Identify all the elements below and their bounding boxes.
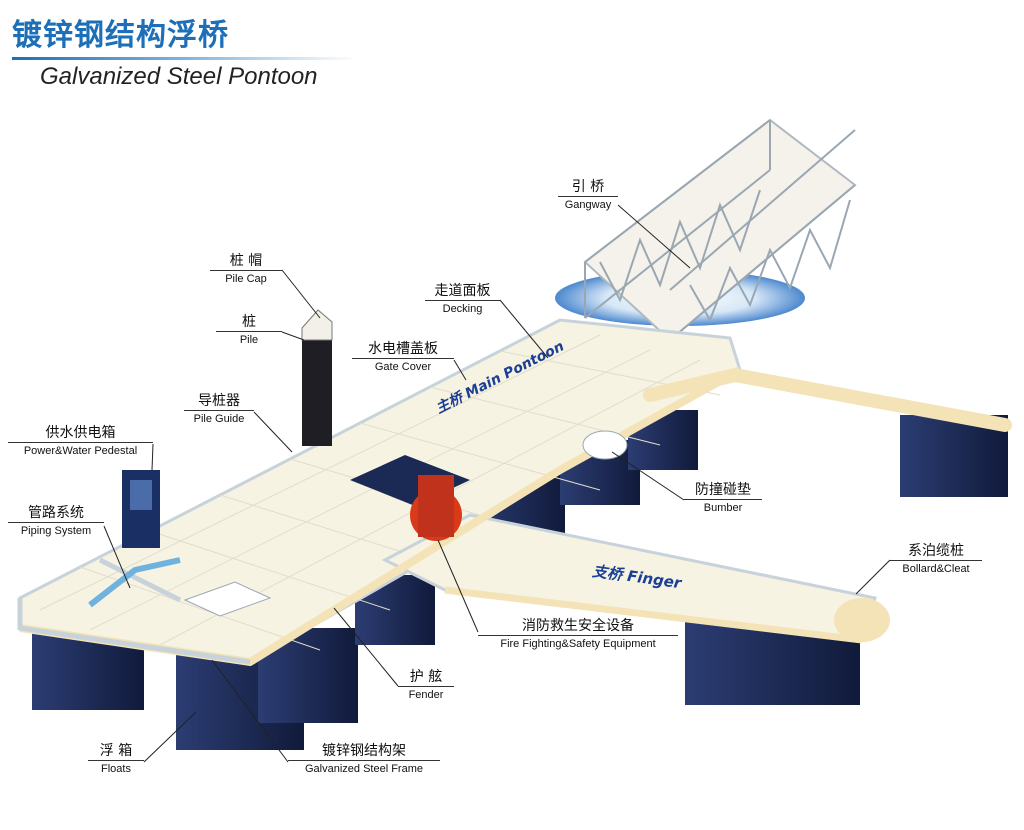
title-english: Galvanized Steel Pontoon <box>40 63 318 90</box>
finger-end <box>834 598 890 642</box>
bumper <box>582 430 628 460</box>
deck-opening-2 <box>183 581 272 617</box>
right-arm <box>643 367 1012 432</box>
piping <box>88 557 181 608</box>
pile-cap <box>301 309 333 341</box>
title-chinese: 镀锌钢结构浮桥 <box>12 18 229 53</box>
title-underline <box>12 57 357 60</box>
finger-rail <box>444 586 863 644</box>
pile <box>302 328 332 446</box>
